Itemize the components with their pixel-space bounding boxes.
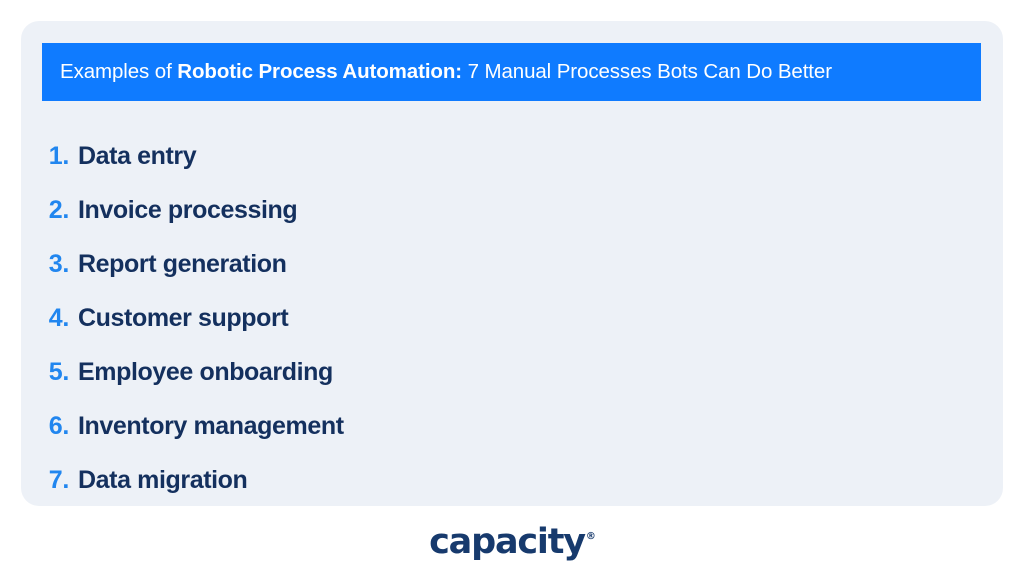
header-banner: Examples of Robotic Process Automation: …: [42, 43, 981, 101]
list-item-label: Inventory management: [78, 411, 344, 440]
list-item-label: Invoice processing: [78, 195, 298, 224]
list-item-number: 4.: [48, 303, 70, 332]
registered-trademark-icon: ®: [585, 530, 596, 542]
list-item: 5. Employee onboarding: [21, 345, 1003, 399]
list-item-label: Data migration: [78, 465, 248, 494]
brand-logo: capacity®: [0, 525, 1024, 560]
list-item-number: 2.: [48, 195, 70, 224]
process-list: 1. Data entry 2. Invoice processing 3. R…: [21, 129, 1003, 507]
list-item-label: Report generation: [78, 249, 287, 278]
infographic-card: Examples of Robotic Process Automation: …: [21, 21, 1003, 506]
list-item: 7. Data migration: [21, 453, 1003, 507]
list-item-label: Data entry: [78, 141, 197, 170]
list-item: 6. Inventory management: [21, 399, 1003, 453]
brand-logo-wordmark: capacity: [429, 522, 586, 562]
list-item: 3. Report generation: [21, 237, 1003, 291]
list-item: 4. Customer support: [21, 291, 1003, 345]
page-title-emphasis: Robotic Process Automation:: [177, 59, 462, 83]
list-item-number: 6.: [48, 411, 70, 440]
page-title: Examples of Robotic Process Automation: …: [60, 59, 832, 83]
list-item-label: Employee onboarding: [78, 357, 333, 386]
list-item: 2. Invoice processing: [21, 183, 1003, 237]
list-item-label: Customer support: [78, 303, 289, 332]
list-item-number: 3.: [48, 249, 70, 278]
page-title-suffix: 7 Manual Processes Bots Can Do Better: [462, 59, 832, 83]
list-item-number: 5.: [48, 357, 70, 386]
list-item-number: 7.: [48, 465, 70, 494]
list-item-number: 1.: [48, 141, 70, 170]
list-item: 1. Data entry: [21, 129, 1003, 183]
page-title-prefix: Examples of: [60, 59, 178, 83]
